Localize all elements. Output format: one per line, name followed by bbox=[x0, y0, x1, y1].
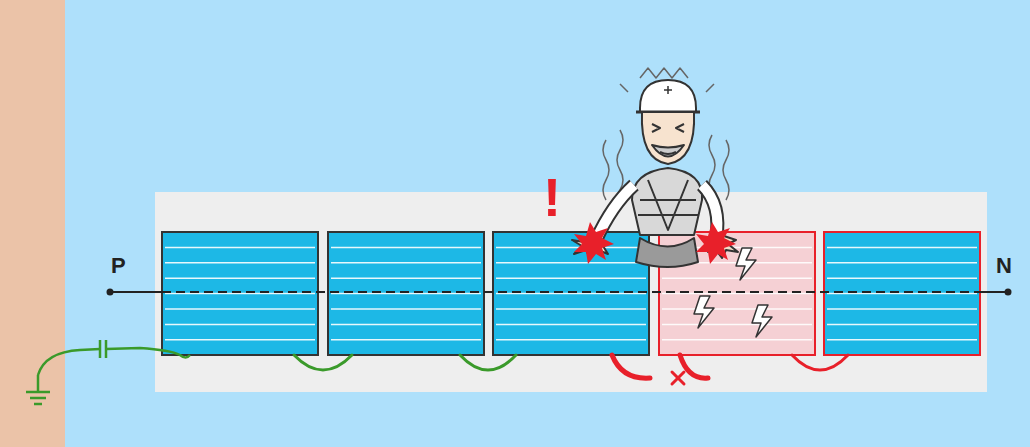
worker-figure bbox=[572, 68, 738, 267]
shock-sparks bbox=[574, 222, 736, 264]
solar-panel bbox=[328, 232, 484, 355]
solar-panel bbox=[493, 232, 649, 355]
terminal-label: N bbox=[996, 255, 1012, 277]
solar-panel bbox=[824, 232, 980, 355]
solar-panel bbox=[162, 232, 318, 355]
string-circuit-line bbox=[107, 289, 1012, 296]
warning-mark: ! bbox=[543, 170, 561, 224]
ground-symbol bbox=[26, 375, 50, 404]
panel-jumpers bbox=[294, 355, 848, 378]
ground-wire bbox=[38, 340, 190, 375]
broken-connection-mark bbox=[672, 372, 684, 384]
mounting-area bbox=[155, 192, 987, 392]
electric-bolts bbox=[694, 248, 772, 337]
faulty-panel-outline bbox=[824, 232, 980, 355]
terminal-label: P bbox=[111, 255, 126, 277]
panel-row bbox=[162, 232, 980, 355]
wall bbox=[0, 0, 65, 447]
